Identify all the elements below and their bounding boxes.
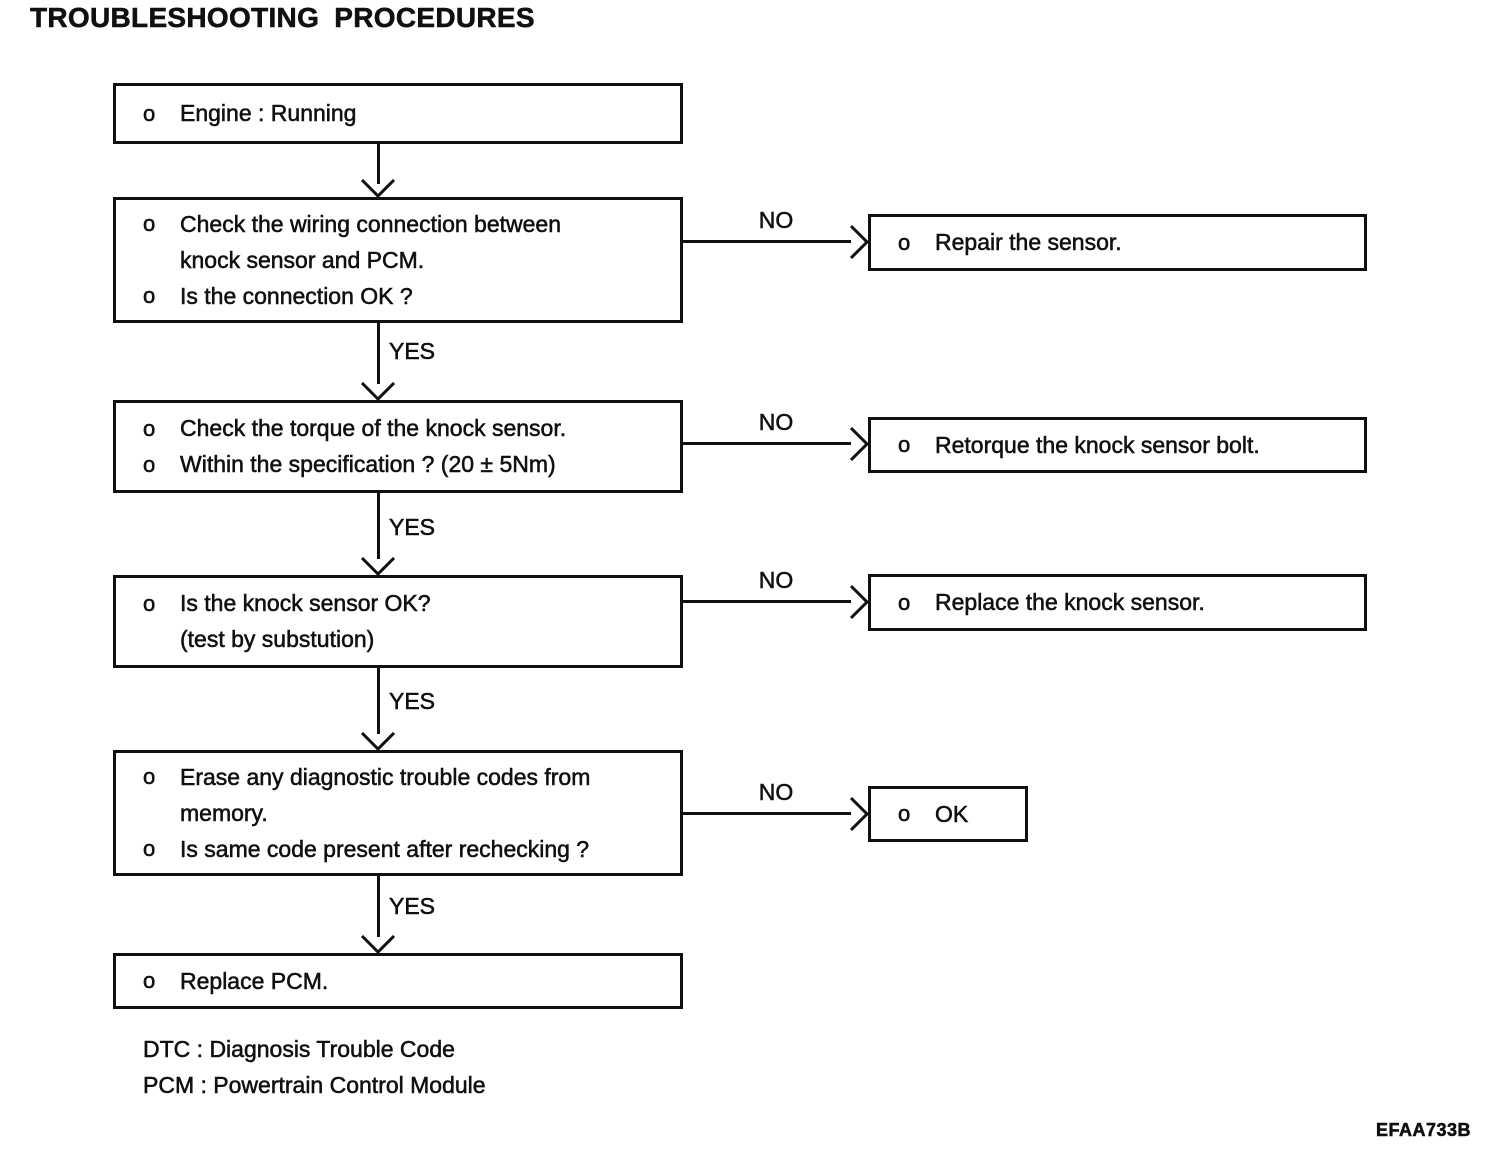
arrow-down-icon bbox=[360, 935, 396, 954]
bullet: o bbox=[143, 100, 156, 126]
yes-label: YES bbox=[389, 514, 436, 541]
connector-line-down bbox=[377, 875, 380, 937]
step-knock-sensor-ok: o Is the knock sensor OK? (test by subst… bbox=[113, 575, 683, 668]
action-line: o OK bbox=[871, 796, 1025, 832]
action-text: Repair the sensor. bbox=[935, 229, 1122, 256]
step-text: Check the wiring connection between bbox=[180, 210, 562, 237]
connector-line-down bbox=[377, 144, 380, 184]
step-line: o Is the connection OK ? bbox=[116, 278, 680, 314]
action-line: o Retorque the knock sensor bolt. bbox=[871, 427, 1364, 463]
step-check-torque: o Check the torque of the knock sensor. … bbox=[113, 400, 683, 493]
connector-line-down bbox=[377, 493, 380, 559]
step-line: o Check the wiring connection between bbox=[116, 206, 680, 242]
connector-line-right bbox=[683, 812, 851, 815]
step-text: Check the torque of the knock sensor. bbox=[180, 415, 567, 442]
step-line: o Erase any diagnostic trouble codes fro… bbox=[116, 759, 680, 795]
arrow-down-icon bbox=[360, 382, 396, 401]
no-label: NO bbox=[758, 409, 794, 436]
no-label: NO bbox=[758, 207, 794, 234]
bullet: o bbox=[898, 801, 911, 827]
no-label: NO bbox=[758, 779, 794, 806]
connector-line-right bbox=[683, 240, 851, 243]
step-replace-pcm: o Replace PCM. bbox=[113, 953, 683, 1009]
arrow-right-icon bbox=[850, 584, 869, 620]
yes-label: YES bbox=[389, 338, 436, 365]
figure-code: EFAA733B bbox=[1376, 1120, 1472, 1141]
bullet: o bbox=[143, 283, 156, 309]
arrow-down-icon bbox=[360, 557, 396, 576]
arrow-down-icon bbox=[360, 179, 396, 198]
action-text: Retorque the knock sensor bolt. bbox=[935, 431, 1260, 458]
arrow-down-icon bbox=[360, 732, 396, 751]
bullet: o bbox=[143, 415, 156, 441]
bullet: o bbox=[898, 229, 911, 255]
no-label: NO bbox=[758, 567, 794, 594]
bullet: o bbox=[143, 764, 156, 790]
step-line: knock sensor and PCM. bbox=[116, 242, 680, 278]
step-line: o Is the knock sensor OK? bbox=[116, 586, 680, 622]
bullet: o bbox=[143, 211, 156, 237]
bullet: o bbox=[143, 968, 156, 994]
action-ok: o OK bbox=[868, 786, 1028, 842]
bullet: o bbox=[143, 590, 156, 616]
connector-line-down bbox=[377, 322, 380, 384]
footnote-pcm: PCM : Powertrain Control Module bbox=[143, 1072, 486, 1099]
arrow-right-icon bbox=[850, 426, 869, 462]
action-repair-sensor: o Repair the sensor. bbox=[868, 214, 1367, 271]
step-check-wiring: o Check the wiring connection between kn… bbox=[113, 197, 683, 323]
page-title: TROUBLESHOOTING PROCEDURES bbox=[30, 2, 535, 34]
step-line: memory. bbox=[116, 795, 680, 831]
arrow-right-icon bbox=[850, 224, 869, 260]
step-text: Is same code present after rechecking ? bbox=[180, 835, 590, 862]
step-text: Erase any diagnostic trouble codes from bbox=[180, 763, 591, 790]
step-line: o Check the torque of the knock sensor. bbox=[116, 411, 680, 447]
step-text: knock sensor and PCM. bbox=[180, 246, 425, 273]
connector-line-right bbox=[683, 442, 851, 445]
action-text: Replace the knock sensor. bbox=[935, 589, 1205, 616]
action-text: OK bbox=[935, 800, 969, 827]
bullet: o bbox=[143, 836, 156, 862]
step-line: o Replace PCM. bbox=[116, 963, 680, 999]
arrow-right-icon bbox=[850, 796, 869, 832]
step-text: memory. bbox=[180, 799, 268, 826]
footnotes: DTC : Diagnosis Trouble Code PCM : Power… bbox=[143, 1031, 486, 1103]
bullet: o bbox=[898, 432, 911, 458]
bullet: o bbox=[143, 451, 156, 477]
step-text: Within the specification ? (20 ± 5Nm) bbox=[180, 451, 556, 478]
yes-label: YES bbox=[389, 893, 436, 920]
bullet: o bbox=[898, 589, 911, 615]
connector-line-right bbox=[683, 600, 851, 603]
step-text: Engine : Running bbox=[180, 100, 357, 127]
step-text: Replace PCM. bbox=[180, 967, 329, 994]
step-line: (test by substution) bbox=[116, 622, 680, 658]
action-line: o Repair the sensor. bbox=[871, 225, 1364, 261]
step-text: Is the connection OK ? bbox=[180, 282, 413, 309]
step-line: o Is same code present after rechecking … bbox=[116, 831, 680, 867]
footnote-dtc: DTC : Diagnosis Trouble Code bbox=[143, 1036, 455, 1063]
step-line: o Engine : Running bbox=[116, 96, 680, 132]
connector-line-down bbox=[377, 668, 380, 734]
step-line: o Within the specification ? (20 ± 5Nm) bbox=[116, 447, 680, 483]
step-erase-dtc: o Erase any diagnostic trouble codes fro… bbox=[113, 750, 683, 876]
action-retorque-bolt: o Retorque the knock sensor bolt. bbox=[868, 417, 1367, 473]
yes-label: YES bbox=[389, 688, 436, 715]
step-text: (test by substution) bbox=[180, 626, 375, 653]
step-engine-running: o Engine : Running bbox=[113, 83, 683, 144]
action-line: o Replace the knock sensor. bbox=[871, 585, 1364, 621]
step-text: Is the knock sensor OK? bbox=[180, 590, 431, 617]
action-replace-sensor: o Replace the knock sensor. bbox=[868, 574, 1367, 631]
